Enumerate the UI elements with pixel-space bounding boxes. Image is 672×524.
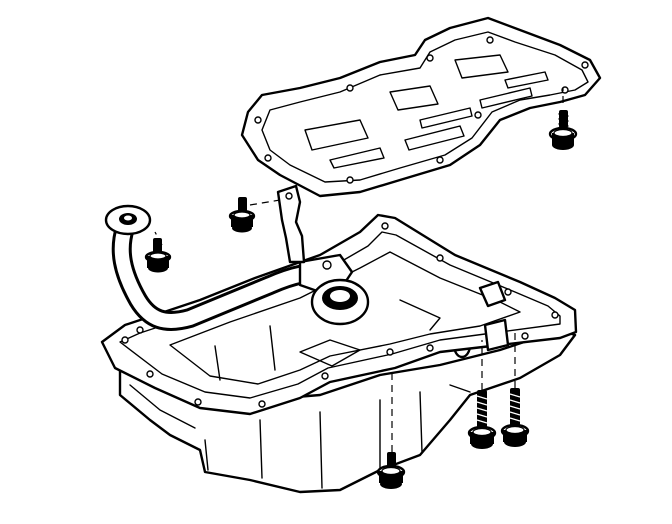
oil-pan-long-bolt-left <box>467 390 497 449</box>
baffle-bolt <box>548 110 578 150</box>
pickup-tube-brace-strap <box>276 184 306 264</box>
pickup-tube-bolt <box>144 238 172 273</box>
oil-pan-corner-boss <box>478 280 507 308</box>
oil-pan-bolt <box>376 452 406 489</box>
oil-pump-pickup-tube <box>104 204 370 331</box>
alignment-lines <box>154 88 564 452</box>
oil-pan-baffle <box>240 16 602 198</box>
oil-pan-sump-body <box>118 328 577 494</box>
oil-pan-long-bolt-right <box>500 388 530 447</box>
pickup-brace-bolt <box>228 197 256 233</box>
pickup-tube-brace <box>276 184 306 264</box>
